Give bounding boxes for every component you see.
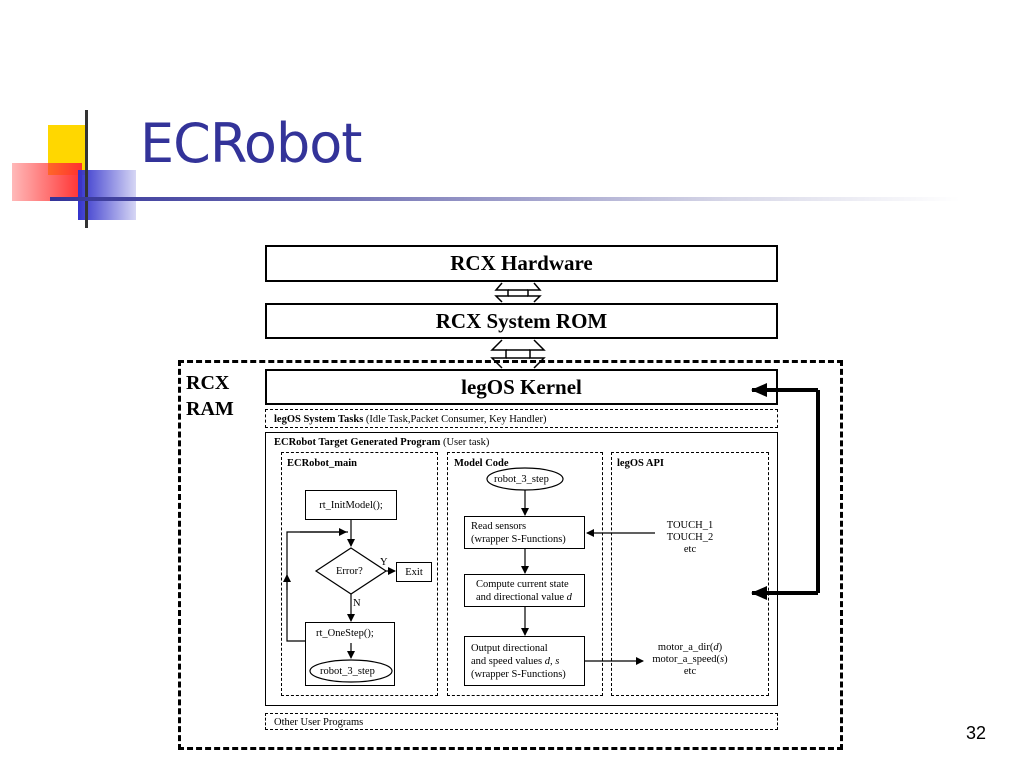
compute-state-box: Compute current state and directional va… <box>464 574 585 607</box>
exit-label: Exit <box>405 566 423 578</box>
error-question-overlay: Error? <box>336 566 363 577</box>
error-no-label: N <box>353 598 361 609</box>
motor-etc: etc <box>683 666 697 677</box>
target-program-title: ECRobot Target Generated Program <box>274 437 441 448</box>
rcx-ram-label-line2: RAM <box>186 398 234 420</box>
model-code-flow <box>486 467 655 665</box>
target-program-detail: (User task) <box>440 437 490 448</box>
page-number: 32 <box>966 723 987 743</box>
legos-kernel-label: legOS Kernel <box>461 374 582 399</box>
output-line2: and speed values <box>471 655 545 667</box>
step-call-overlay: robot_3_step <box>320 666 375 677</box>
system-tasks-title: legOS System Tasks <box>274 414 364 425</box>
rcx-ram-frame <box>178 360 843 750</box>
rcx-hardware-label: RCX Hardware <box>450 251 593 275</box>
title-decoration <box>0 110 140 230</box>
rom-kernel-link <box>490 339 546 369</box>
compute-line1: Compute current state <box>476 578 569 590</box>
rcx-system-rom-box: RCX System ROM <box>265 303 778 339</box>
sensor-list: TOUCH_1 TOUCH_2 etc <box>667 520 713 556</box>
rcx-system-rom-label: RCX System ROM <box>435 308 608 333</box>
ecrobot-main-panel <box>281 452 438 696</box>
read-sensors-line2: (wrapper S-Functions) <box>471 533 566 545</box>
rcx-ram-label: RCX RAM <box>186 370 234 422</box>
one-step-label: rt_OneStep(); <box>316 628 374 639</box>
system-tasks-box <box>265 409 778 428</box>
model-code-panel <box>447 452 603 696</box>
output-line2-vars: d, s <box>544 655 560 667</box>
compute-line2-var: d <box>566 591 572 603</box>
ecrobot-main-title: ECRobot_main <box>287 458 358 469</box>
sensor-touch-1: TOUCH_1 <box>666 520 714 531</box>
kernel-api-arrow <box>751 383 820 600</box>
system-tasks-detail: (Idle Task,Packet Consumer, Key Handler) <box>363 414 547 425</box>
motor-dir: motor_a_dir(d) <box>657 642 723 653</box>
hardware-rom-link <box>494 282 542 303</box>
other-user-programs-label: Other User Programs <box>274 717 364 728</box>
motor-list: motor_a_dir(d) motor_a_speed(s) etc <box>652 642 727 678</box>
target-program-label: ECRobot Target Generated Program (User t… <box>274 437 489 449</box>
sensor-etc: etc <box>683 544 697 555</box>
sensor-touch-2: TOUCH_2 <box>666 532 714 543</box>
output-values-box: Output directional and speed values d, s… <box>464 636 585 686</box>
legos-kernel-box: legOS Kernel <box>265 369 778 405</box>
read-sensors-box: Read sensors (wrapper S-Functions) <box>464 516 585 549</box>
legos-api-panel <box>611 452 769 696</box>
title-underline <box>50 197 960 201</box>
step-function-label-overlay: robot_3_step <box>494 474 549 485</box>
init-model-label: rt_InitModel(); <box>319 499 383 511</box>
slide-title: ECRobot <box>140 112 362 175</box>
ecrobot-main-flow <box>283 520 396 683</box>
output-line1: Output directional <box>471 642 548 654</box>
init-model-box: rt_InitModel(); <box>305 490 397 520</box>
exit-box: Exit <box>396 562 432 582</box>
model-code-title: Model Code <box>454 458 509 469</box>
system-tasks-label: legOS System Tasks (Idle Task,Packet Con… <box>274 414 547 426</box>
error-yes-label: Y <box>380 557 388 568</box>
read-sensors-line1: Read sensors <box>471 520 527 532</box>
compute-line2: and directional value <box>476 591 567 603</box>
rcx-ram-label-line1: RCX <box>186 372 230 394</box>
output-line3: (wrapper S-Functions) <box>471 668 566 680</box>
motor-speed: motor_a_speed(s) <box>652 654 728 665</box>
rcx-hardware-box: RCX Hardware <box>265 245 778 282</box>
legos-api-title: legOS API <box>617 458 664 469</box>
other-user-programs-box <box>265 713 778 730</box>
